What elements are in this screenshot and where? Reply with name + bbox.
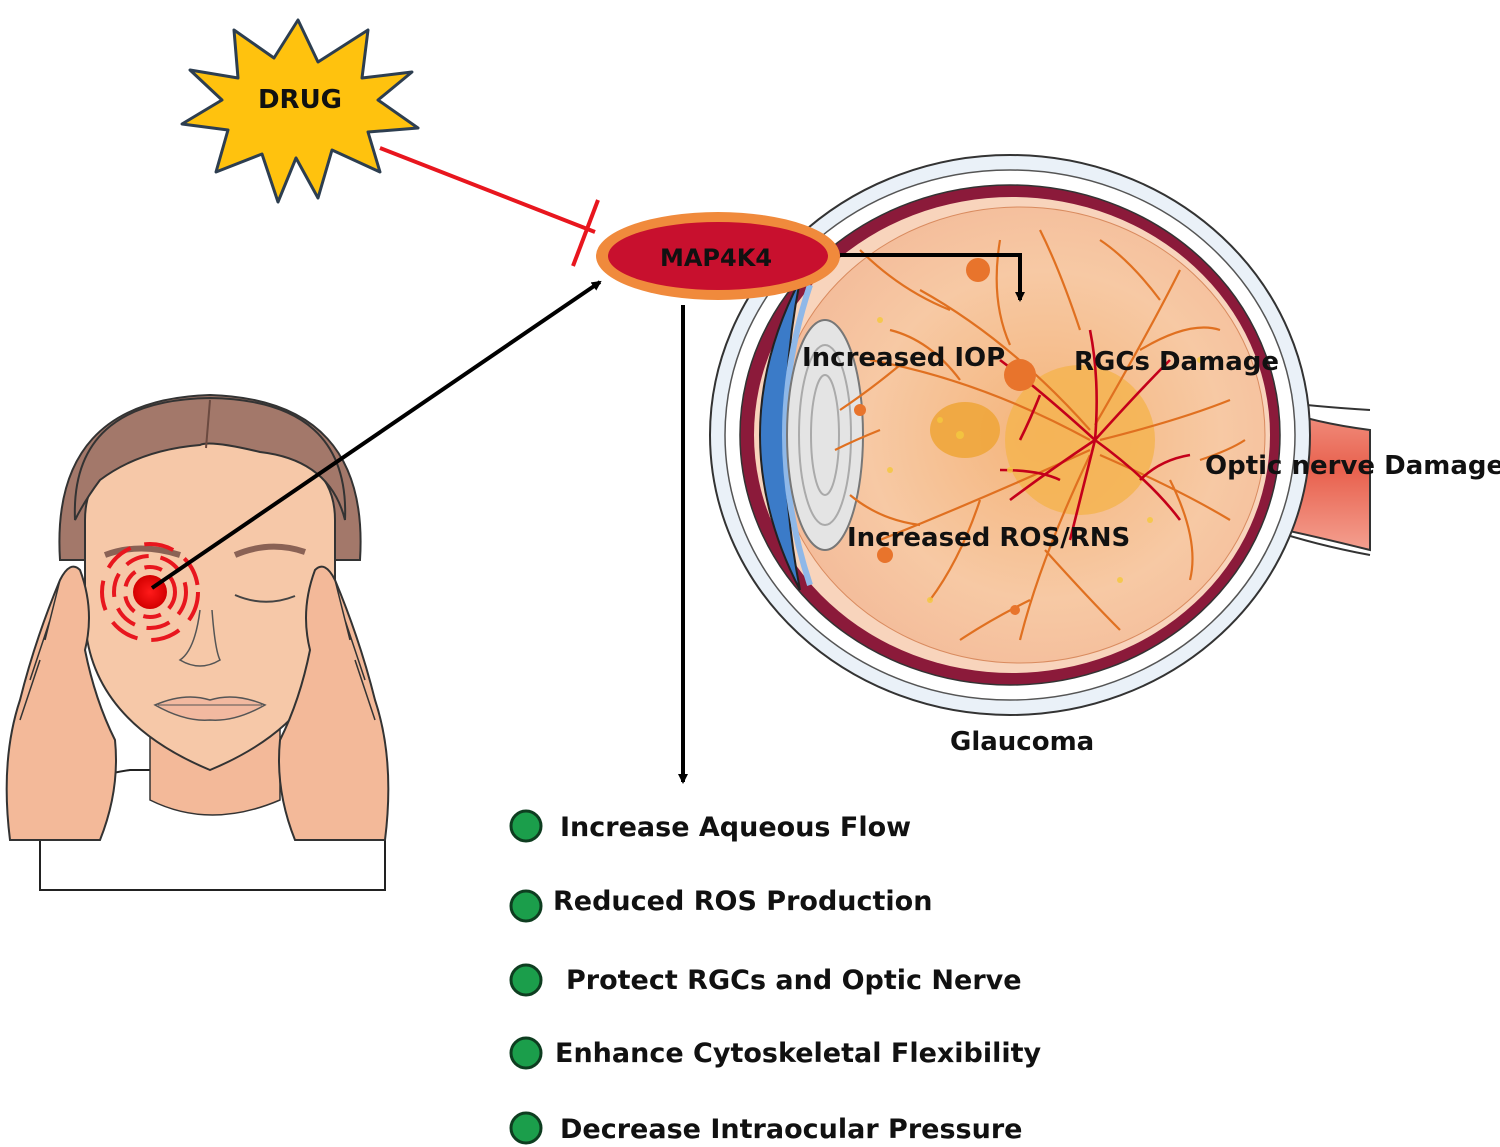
effect-label: Decrease Intraocular Pressure [560,1114,1022,1145]
effect-item: Increase Aqueous Flow [509,809,911,843]
effect-label: Enhance Cytoskeletal Flexibility [555,1038,1042,1069]
map4k4-node: MAP4K4 [596,212,840,300]
increased-iop-label: Increased IOP [802,343,1005,373]
effect-label: Reduced ROS Production [553,886,932,917]
right-eyebrow [233,543,306,558]
inhibition-bar [571,199,600,267]
rgcs-damage-label: RGCs Damage [1074,347,1279,377]
face-illustration [5,393,390,891]
drug-starburst: DRUG [180,18,420,204]
effect-item: Protect RGCs and Optic Nerve [509,963,1022,997]
effect-item: Enhance Cytoskeletal Flexibility [509,1036,1042,1070]
effect-label: Increase Aqueous Flow [560,812,911,843]
left-hand [5,565,117,841]
right-hand [278,565,390,841]
left-eyebrow [103,545,181,558]
map4k4-to-eye-arrow [840,253,1025,302]
damaged-vessels [999,329,1191,541]
drug-inhibition-line [379,146,596,234]
nose [178,609,221,667]
increased-ros-rns-label: Increased ROS/RNS [847,523,1130,553]
lips [153,696,267,721]
effect-item: Decrease Intraocular Pressure [509,1111,1022,1145]
drug-star-shape [180,18,420,204]
map4k4-label: MAP4K4 [660,244,772,272]
damage-spots [854,258,1036,615]
closed-eye [234,594,296,603]
effects-list: Increase Aqueous Flow Reduced ROS Produc… [509,809,1042,1145]
retinal-vessels [834,229,1246,641]
drug-label: DRUG [258,85,342,115]
effect-item: Reduced ROS Production [509,886,932,923]
optic-nerve-damage-label: Optic nerve Damage [1205,451,1500,481]
glaucoma-caption: Glaucoma [950,727,1094,757]
eye-cross-section [709,154,1371,716]
effect-label: Protect RGCs and Optic Nerve [566,965,1022,996]
face-to-map4k4-arrow [150,280,602,590]
